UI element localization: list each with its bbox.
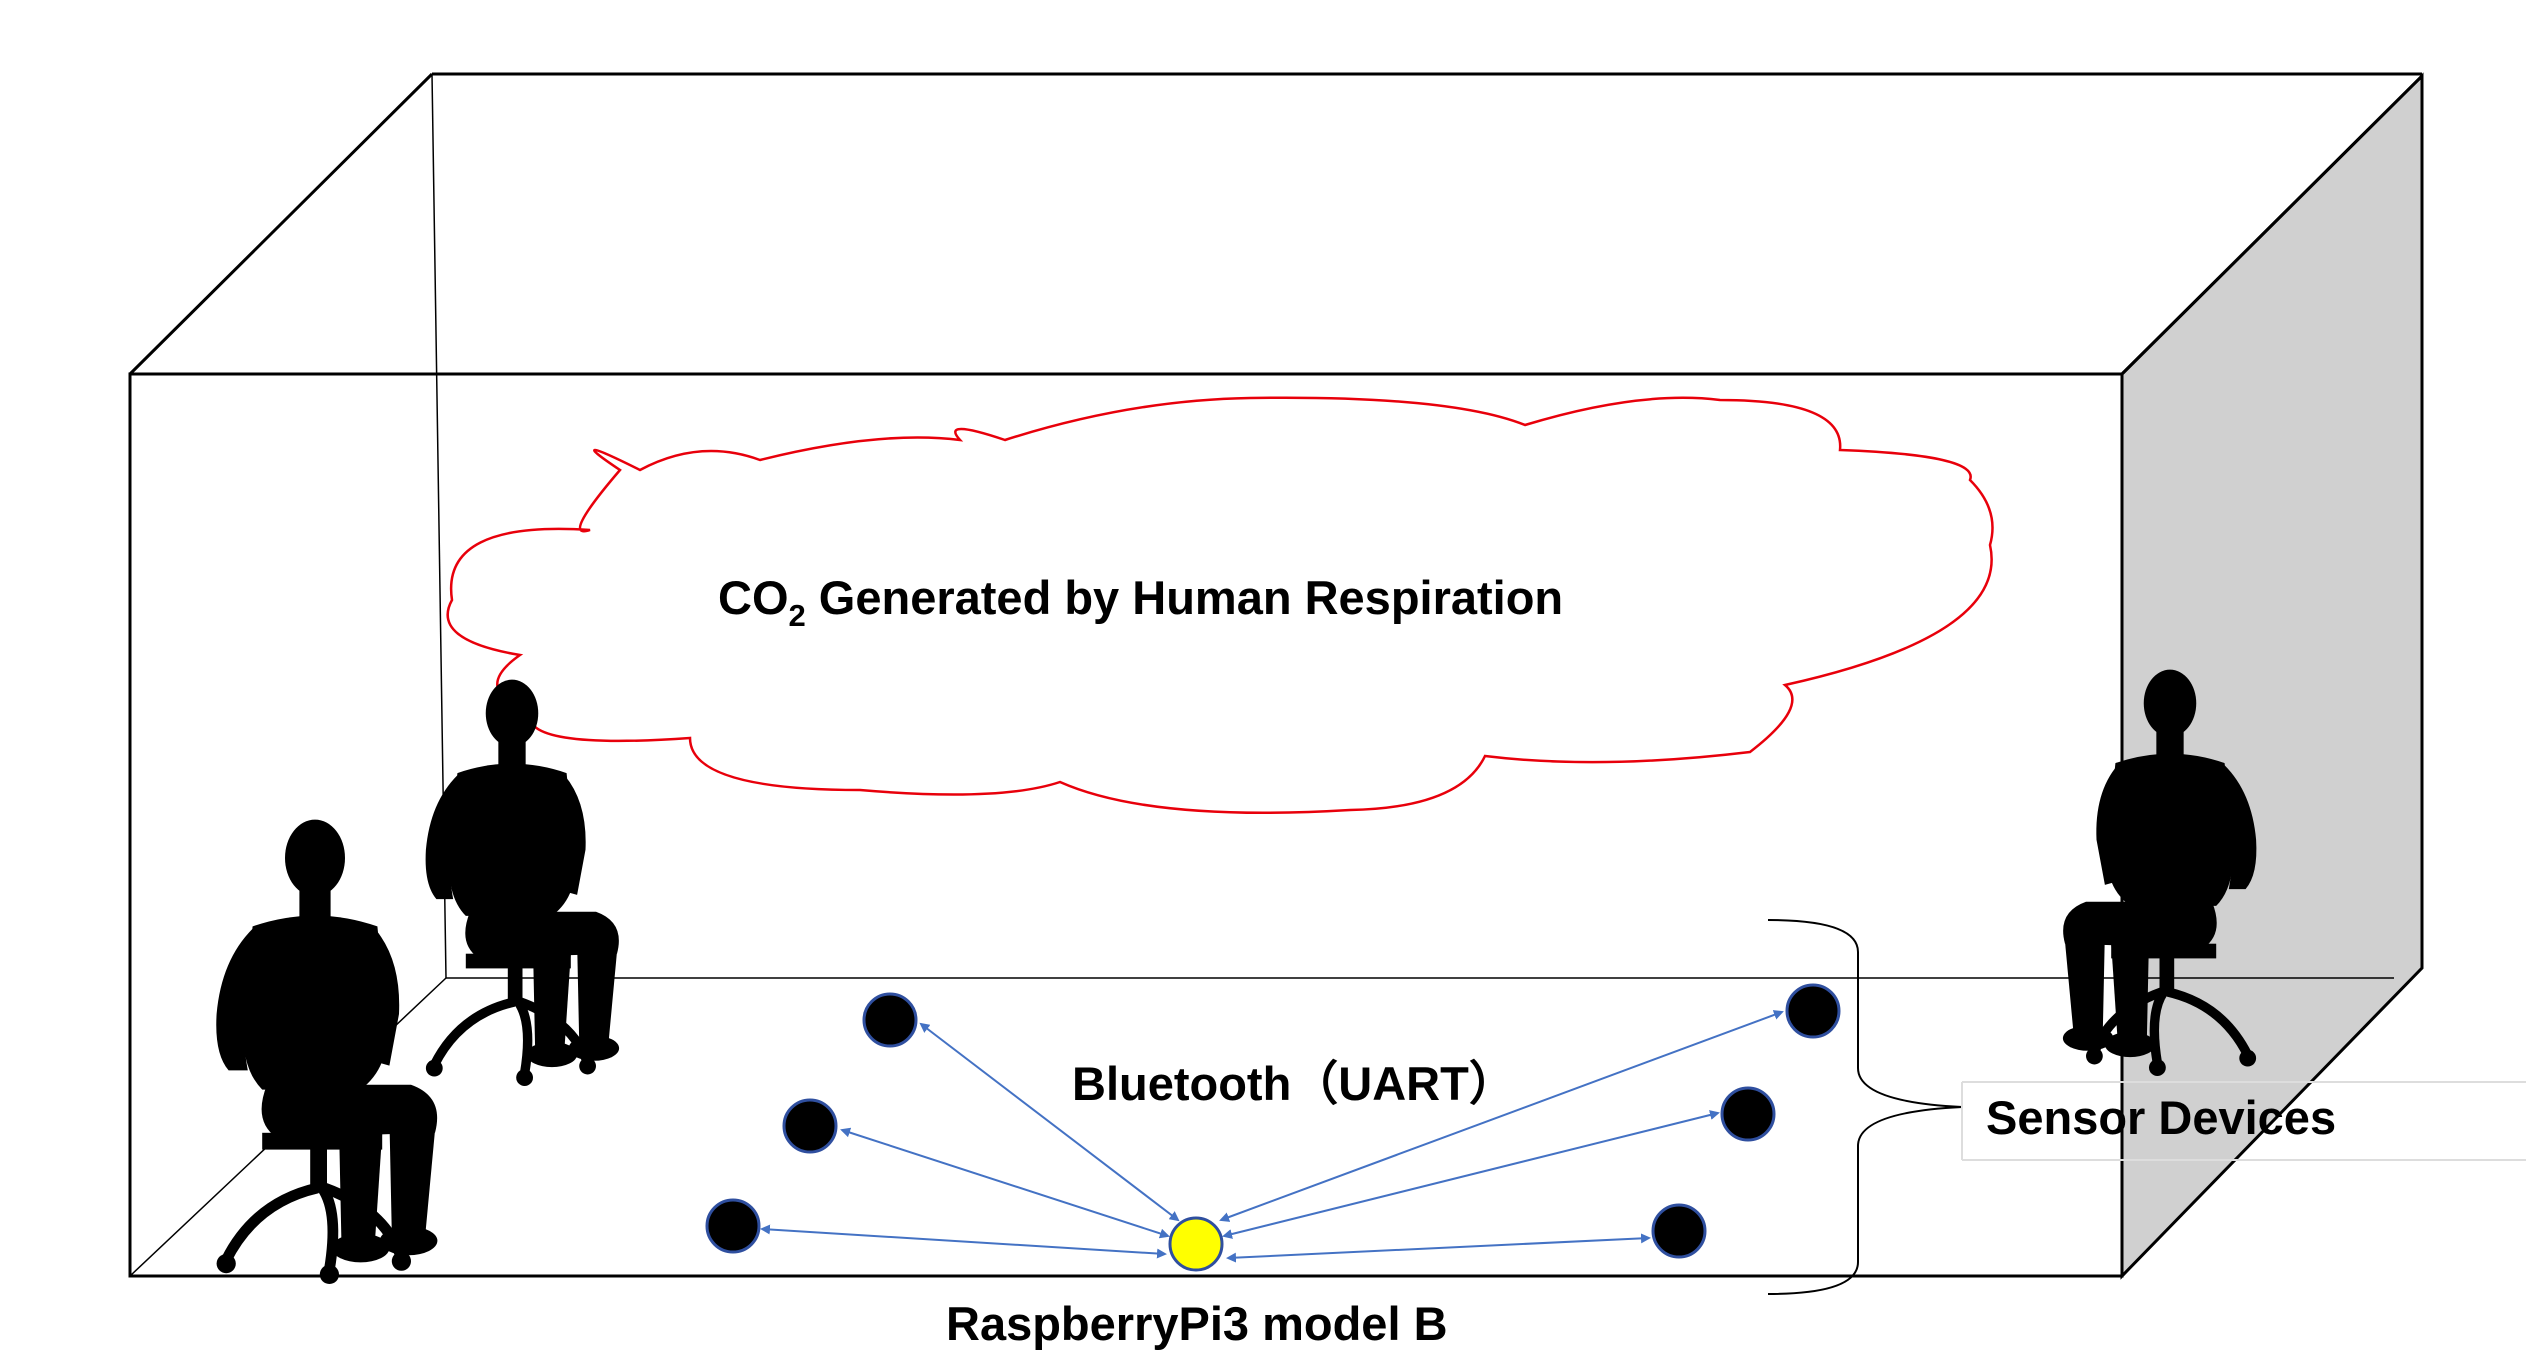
person-front-left-icon [216, 820, 437, 1284]
group-label-callout [1961, 1081, 2526, 1161]
bluetooth-links [760, 1010, 1784, 1263]
link-sensor-1 [919, 1022, 1180, 1222]
sensor-4-icon [1785, 983, 1841, 1039]
cloud-label: CO2 Generated by Human Respiration [718, 571, 1563, 633]
link-sensor-4 [1219, 1010, 1784, 1222]
sensor-2-icon [782, 1098, 838, 1154]
sensor-3-icon [705, 1198, 761, 1254]
raspberrypi-hub-icon [1168, 1216, 1224, 1272]
cloud-label-rest: Generated by Human Respiration [806, 571, 1563, 624]
link-sensor-3 [760, 1224, 1167, 1259]
sensor-5-icon [1720, 1086, 1776, 1142]
co2-cloud [446, 396, 1994, 815]
link-sensor-6 [1226, 1233, 1651, 1263]
sensor-devices-label: Sensor Devices [1986, 1091, 2336, 1144]
hub-label: RaspberryPi3 model B [946, 1297, 1448, 1350]
bluetooth-label: Bluetooth（UART） [1072, 1057, 1516, 1110]
link-sensor-2 [840, 1127, 1170, 1239]
cloud-label-co: CO [718, 571, 789, 624]
sensor-group-bracket [1767, 919, 1963, 1295]
sensor-6-icon [1651, 1203, 1707, 1259]
sensor-1-icon [862, 992, 918, 1048]
link-sensor-5 [1222, 1110, 1720, 1239]
sensor-devices [705, 983, 1841, 1259]
cloud-label-subscript: 2 [789, 598, 806, 633]
